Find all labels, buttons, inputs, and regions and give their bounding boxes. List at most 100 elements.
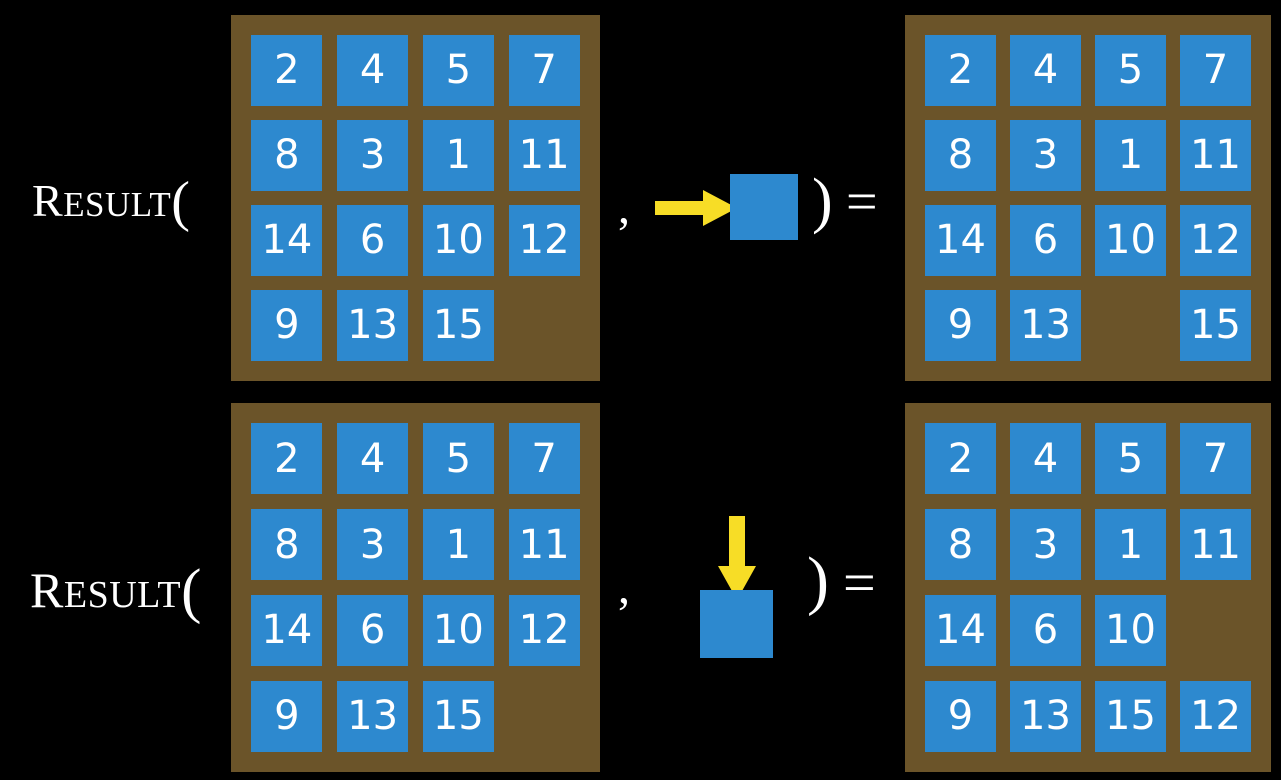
- puzzle-tile[interactable]: 2: [925, 35, 996, 106]
- board-cell: 6: [1003, 198, 1088, 283]
- board-cell: 13: [1003, 673, 1088, 759]
- puzzle-tile[interactable]: 8: [925, 509, 996, 581]
- board-cell: 9: [244, 673, 330, 759]
- puzzle-tile[interactable]: 12: [1180, 680, 1251, 752]
- puzzle-tile[interactable]: 1: [422, 509, 494, 581]
- puzzle-tile[interactable]: 6: [337, 594, 409, 666]
- board-cell: 7: [1173, 416, 1258, 502]
- result-label-top: RESULT(: [32, 170, 190, 230]
- board-cell: 8: [244, 502, 330, 588]
- board-cell: 12: [501, 198, 587, 283]
- puzzle-tile[interactable]: 1: [422, 120, 494, 191]
- board-cell: 7: [501, 416, 587, 502]
- puzzle-tile[interactable]: 6: [1010, 594, 1081, 666]
- puzzle-tile[interactable]: 13: [1010, 680, 1081, 752]
- puzzle-tile[interactable]: 10: [1095, 205, 1166, 276]
- puzzle-tile[interactable]: 3: [337, 509, 409, 581]
- puzzle-tile[interactable]: 6: [1010, 205, 1081, 276]
- puzzle-tile[interactable]: 4: [1010, 423, 1081, 495]
- puzzle-tile[interactable]: 2: [925, 423, 996, 495]
- puzzle-tile[interactable]: 11: [1180, 509, 1251, 581]
- puzzle-tile[interactable]: 10: [422, 205, 494, 276]
- result-label-top-initial: R: [32, 175, 64, 226]
- board-cell: 13: [330, 283, 416, 368]
- puzzle-tile[interactable]: 11: [1180, 120, 1251, 191]
- puzzle-tile[interactable]: 7: [508, 423, 580, 495]
- puzzle-tile[interactable]: 12: [508, 594, 580, 666]
- puzzle-tile[interactable]: 13: [337, 290, 409, 361]
- puzzle-tile[interactable]: 15: [1095, 680, 1166, 752]
- puzzle-tile[interactable]: 8: [925, 120, 996, 191]
- puzzle-tile[interactable]: 12: [508, 205, 580, 276]
- puzzle-tile[interactable]: 1: [1095, 509, 1166, 581]
- move-tile-top[interactable]: [730, 174, 798, 240]
- puzzle-tile[interactable]: 3: [1010, 509, 1081, 581]
- puzzle-tile[interactable]: 14: [251, 594, 323, 666]
- puzzle-tile[interactable]: 13: [337, 680, 409, 752]
- result-label-bottom-rest: ESULT: [63, 574, 182, 616]
- puzzle-tile[interactable]: 14: [251, 205, 323, 276]
- board-cell: 4: [330, 416, 416, 502]
- puzzle-tile[interactable]: 2: [251, 35, 323, 106]
- puzzle-tile[interactable]: 9: [251, 290, 323, 361]
- puzzle-tile[interactable]: 10: [1095, 594, 1166, 666]
- puzzle-tile[interactable]: 11: [508, 120, 580, 191]
- puzzle-tile[interactable]: 7: [1180, 423, 1251, 495]
- result-label-top-open-paren: (: [171, 170, 191, 233]
- puzzle-tile[interactable]: 5: [1095, 35, 1166, 106]
- board-cell: 12: [501, 588, 587, 674]
- equals-bottom: =: [843, 550, 876, 615]
- puzzle-tile[interactable]: 8: [251, 120, 323, 191]
- board-cell: 2: [918, 416, 1003, 502]
- puzzle-tile[interactable]: 5: [422, 35, 494, 106]
- board-cell: 15: [416, 283, 502, 368]
- puzzle-tile[interactable]: 3: [1010, 120, 1081, 191]
- puzzle-tile[interactable]: 14: [925, 205, 996, 276]
- board-cell: 13: [1003, 283, 1088, 368]
- board-cell: 1: [1088, 113, 1173, 198]
- puzzle-tile[interactable]: 2: [251, 423, 323, 495]
- puzzle-tile[interactable]: 4: [1010, 35, 1081, 106]
- board-cell: 5: [1088, 28, 1173, 113]
- puzzle-tile[interactable]: 6: [337, 205, 409, 276]
- puzzle-tile[interactable]: 13: [1010, 290, 1081, 361]
- puzzle-tile[interactable]: 4: [337, 423, 409, 495]
- board-cell: 6: [330, 198, 416, 283]
- puzzle-tile[interactable]: 8: [251, 509, 323, 581]
- puzzle-tile[interactable]: 10: [422, 594, 494, 666]
- board-cell: 1: [1088, 502, 1173, 588]
- board-cell: 8: [244, 113, 330, 198]
- board-cell: 1: [416, 502, 502, 588]
- puzzle-tile[interactable]: 11: [508, 509, 580, 581]
- puzzle-tile[interactable]: 7: [508, 35, 580, 106]
- board-cell: 14: [244, 588, 330, 674]
- puzzle-tile[interactable]: 9: [925, 290, 996, 361]
- puzzle-tile[interactable]: 5: [422, 423, 494, 495]
- empty-slot: [1180, 595, 1251, 666]
- puzzle-tile[interactable]: 9: [925, 680, 996, 752]
- result-label-bottom: RESULT(: [30, 557, 202, 622]
- puzzle-tile[interactable]: 3: [337, 120, 409, 191]
- puzzle-tile[interactable]: 15: [422, 290, 494, 361]
- puzzle-tile[interactable]: 7: [1180, 35, 1251, 106]
- board-cell: [1088, 283, 1173, 368]
- puzzle-tile[interactable]: 4: [337, 35, 409, 106]
- puzzle-tile[interactable]: 15: [422, 680, 494, 752]
- puzzle-tile[interactable]: 1: [1095, 120, 1166, 191]
- puzzle-tile[interactable]: 12: [1180, 205, 1251, 276]
- puzzle-tile[interactable]: 15: [1180, 290, 1251, 361]
- close-paren-top: ): [812, 167, 833, 235]
- board-cell: 13: [330, 673, 416, 759]
- puzzle-tile[interactable]: 9: [251, 680, 323, 752]
- move-tile-bottom[interactable]: [700, 590, 773, 658]
- puzzle-tile[interactable]: 14: [925, 594, 996, 666]
- close-paren-bottom: ): [807, 544, 829, 617]
- puzzle-tile[interactable]: 5: [1095, 423, 1166, 495]
- board-cell: 15: [416, 673, 502, 759]
- board-cell: 2: [918, 28, 1003, 113]
- board-cell: 12: [1173, 673, 1258, 759]
